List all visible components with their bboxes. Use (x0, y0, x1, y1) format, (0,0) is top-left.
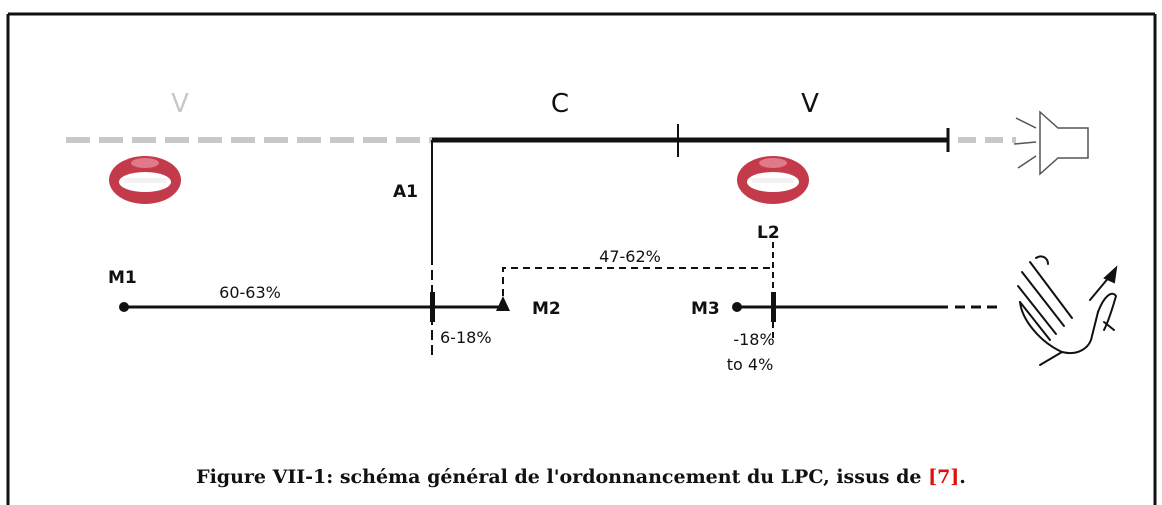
m2-l2-interval-bracket (502, 267, 773, 296)
interval-m2-l2: 47-62% (599, 247, 661, 266)
interval-m3-l2-line2: to 4% (727, 355, 774, 374)
interval-a1-m2: 6-18% (440, 328, 492, 347)
figure-border (6, 12, 1157, 505)
speaker-icon (1013, 110, 1089, 176)
l2-label: L2 (757, 223, 780, 243)
caption-end: . (959, 466, 966, 488)
segment-label-v-left: V (171, 89, 189, 119)
a1-hand-tick (430, 292, 435, 322)
m2-label: M2 (532, 299, 561, 319)
segment-label-c: C (551, 89, 569, 119)
interval-m3-l2-line1: -18% (733, 330, 774, 349)
caption-text: Figure VII-1: schéma général de l'ordonn… (196, 466, 929, 488)
a1-label: A1 (393, 182, 418, 202)
segment-label-v-right: V (801, 89, 819, 119)
m2-triangle (496, 296, 510, 311)
lips-icon (737, 156, 809, 204)
m1-dot (119, 302, 129, 312)
l2-hand-tick (771, 292, 776, 322)
figure-caption: Figure VII-1: schéma général de l'ordonn… (0, 466, 1162, 488)
interval-m1-a1: 60-63% (219, 283, 281, 302)
m1-label: M1 (108, 268, 137, 288)
caption-reference-link[interactable]: [7] (928, 466, 960, 488)
hand-icon (1017, 255, 1118, 366)
m3-label: M3 (691, 299, 720, 319)
lips-icon (109, 156, 181, 204)
